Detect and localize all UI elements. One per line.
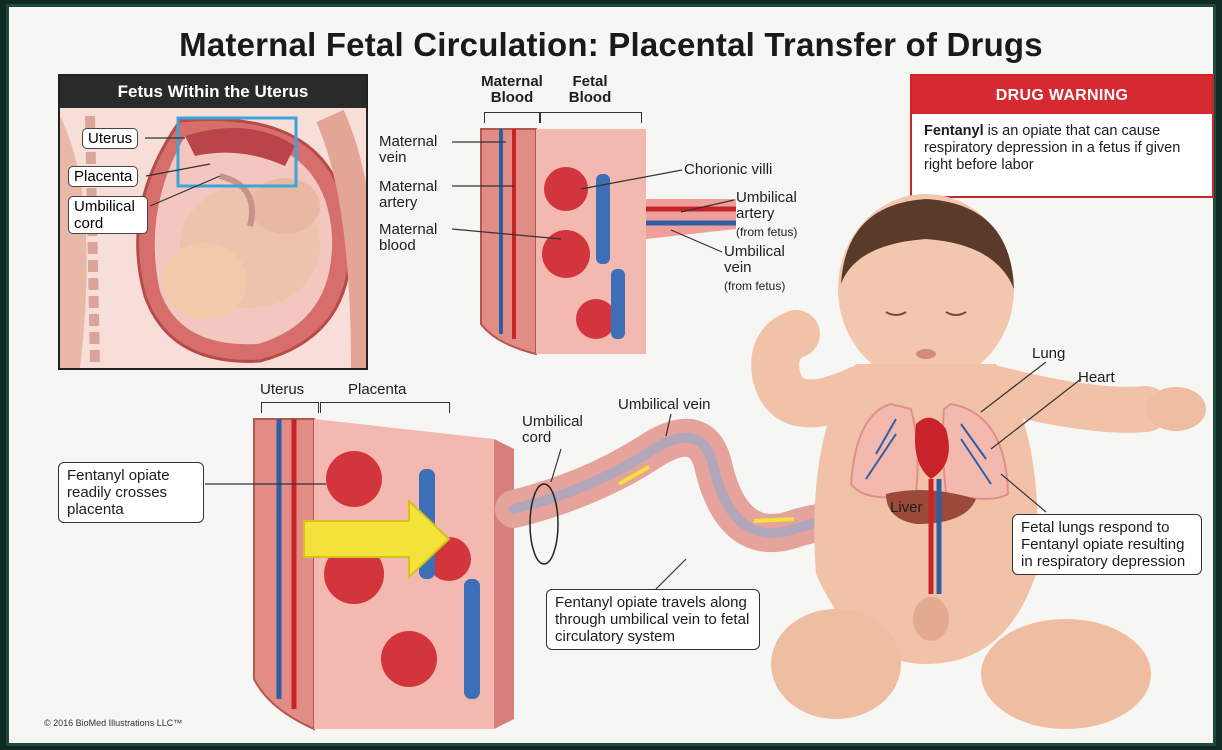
callout-fetal-lungs-respond: Fetal lungs respond to Fentanyl opiate r… bbox=[1012, 514, 1202, 575]
label-maternal-blood-header: Maternal Blood bbox=[472, 74, 552, 106]
label-uterus-inset: Uterus bbox=[82, 128, 138, 149]
label-maternal-vein: Maternal vein bbox=[379, 134, 451, 166]
label-heart: Heart bbox=[1078, 370, 1115, 386]
bracket-fetal-blood bbox=[540, 112, 642, 123]
fetus-inset-panel: Fetus Within the Uterus Uterus Placenta … bbox=[58, 74, 368, 370]
label-placenta-inset: Placenta bbox=[68, 166, 138, 187]
drug-warning-text: Fentanyl is an opiate that can cause res… bbox=[912, 114, 1212, 183]
bracket-maternal-blood bbox=[484, 112, 540, 123]
label-umbilical-cord-inset: Umbilical cord bbox=[68, 196, 148, 234]
drug-warning-term: Fentanyl bbox=[924, 123, 984, 139]
label-fetal-blood-header: Fetal Blood bbox=[562, 74, 618, 106]
bracket-uterus bbox=[261, 402, 319, 413]
label-umbilical-cord-bottom: Umbilical cord bbox=[522, 414, 602, 446]
poster: Maternal Fetal Circulation: Placental Tr… bbox=[6, 4, 1216, 746]
placenta-cross-section-top bbox=[446, 119, 746, 359]
label-lung: Lung bbox=[1032, 346, 1065, 362]
drug-warning-heading: DRUG WARNING bbox=[912, 76, 1212, 114]
label-uterus-bottom: Uterus bbox=[260, 382, 304, 398]
label-chorionic-villi: Chorionic villi bbox=[684, 162, 772, 178]
label-liver: Liver bbox=[890, 500, 923, 516]
drug-warning-box: DRUG WARNING Fentanyl is an opiate that … bbox=[910, 74, 1214, 198]
page-title: Maternal Fetal Circulation: Placental Tr… bbox=[6, 26, 1216, 64]
newborn-illustration bbox=[746, 194, 1216, 734]
callout-fentanyl-crosses-placenta: Fentanyl opiate readily crosses placenta bbox=[58, 462, 204, 523]
label-umbilical-vein-bottom: Umbilical vein bbox=[618, 397, 711, 413]
copyright-notice: © 2016 BioMed Illustrations LLC™ bbox=[44, 718, 182, 728]
inset-heading: Fetus Within the Uterus bbox=[60, 76, 366, 108]
bracket-placenta bbox=[320, 402, 450, 413]
callout-fentanyl-travels: Fentanyl opiate travels along through um… bbox=[546, 589, 760, 650]
label-placenta-bottom: Placenta bbox=[348, 382, 406, 398]
label-maternal-blood: Maternal blood bbox=[379, 222, 451, 254]
label-maternal-artery: Maternal artery bbox=[379, 179, 451, 211]
